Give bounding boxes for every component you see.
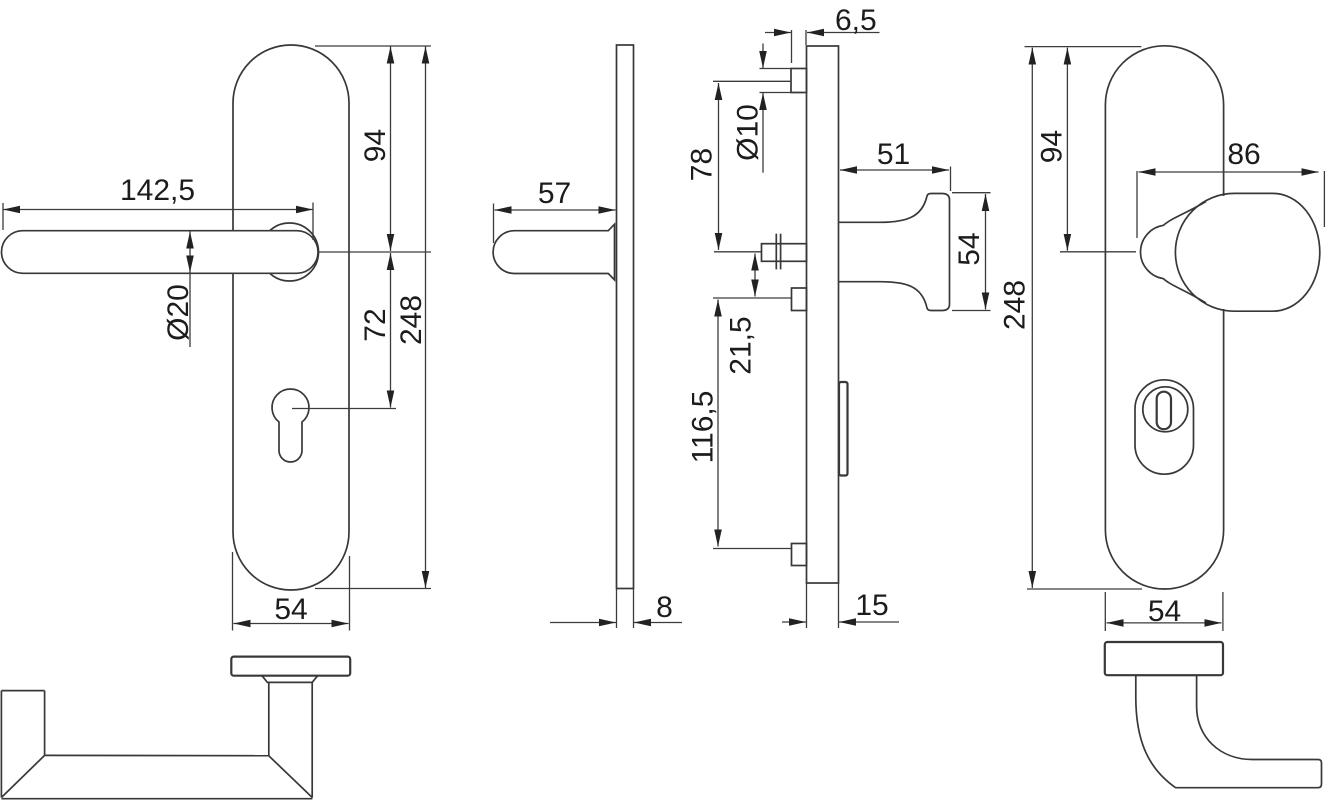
svg-text:72: 72	[359, 308, 392, 341]
svg-text:15: 15	[855, 589, 888, 622]
svg-text:57: 57	[538, 177, 571, 210]
svg-text:94: 94	[359, 129, 392, 162]
svg-text:54: 54	[1148, 595, 1181, 628]
svg-text:Ø20: Ø20	[162, 284, 195, 341]
svg-text:78: 78	[686, 148, 719, 181]
svg-text:8: 8	[656, 591, 673, 624]
svg-text:94: 94	[1036, 130, 1069, 163]
svg-text:248: 248	[395, 295, 428, 345]
svg-text:116,5: 116,5	[687, 391, 720, 464]
svg-text:86: 86	[1227, 138, 1260, 171]
svg-text:51: 51	[877, 138, 910, 171]
svg-text:Ø10: Ø10	[732, 104, 765, 161]
svg-text:6,5: 6,5	[835, 4, 877, 37]
svg-text:142,5: 142,5	[120, 174, 195, 207]
svg-text:54: 54	[953, 232, 986, 265]
svg-text:54: 54	[274, 593, 307, 626]
svg-text:248: 248	[999, 280, 1032, 330]
svg-text:21,5: 21,5	[725, 316, 758, 374]
